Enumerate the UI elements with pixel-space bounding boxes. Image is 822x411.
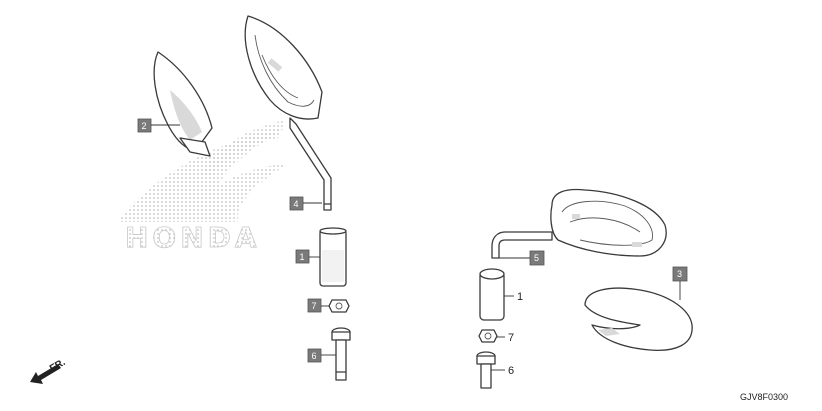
svg-text:4: 4: [294, 199, 299, 209]
callout-5: 5: [499, 250, 545, 266]
part-5-mirror-head-and-stem: [491, 188, 667, 259]
direction-label: FR.: [48, 357, 68, 375]
part-7-nut-right: [478, 329, 498, 343]
drawing-code: GJV8F0300: [740, 392, 788, 402]
callout-6-right: 6: [491, 365, 514, 377]
part-4-mirror-head-and-stem: [244, 15, 332, 211]
callout-7-left: 7: [307, 298, 329, 313]
part-1-sleeve-left: [319, 227, 347, 287]
part-6-bolt-left: [331, 327, 351, 381]
svg-text:2: 2: [142, 121, 147, 131]
callout-1-right: 1: [504, 291, 523, 303]
honda-wordmark: HONDA: [125, 221, 261, 254]
svg-text:7: 7: [312, 301, 317, 311]
front-direction-arrow: FR.: [30, 357, 68, 384]
part-2-mirror-cover: [153, 51, 213, 157]
part-6-bolt-right: [476, 351, 496, 389]
callout-6-left: 6: [307, 348, 336, 363]
part-7-nut-left: [328, 299, 350, 313]
callout-1-left: 1: [295, 249, 320, 264]
svg-text:1: 1: [517, 291, 523, 303]
honda-logo-watermark: HONDA: [120, 120, 290, 254]
callout-4: 4: [289, 196, 322, 211]
svg-text:5: 5: [534, 253, 539, 263]
svg-text:6: 6: [312, 351, 317, 361]
svg-text:7: 7: [508, 332, 514, 344]
callout-7-right: 7: [497, 332, 514, 344]
part-3-mirror-cover: [584, 287, 693, 351]
svg-text:3: 3: [677, 269, 682, 279]
svg-text:1: 1: [300, 252, 305, 262]
svg-text:6: 6: [508, 365, 514, 377]
callout-3: 3: [672, 266, 688, 300]
callout-2: 2: [137, 118, 180, 133]
part-1-sleeve-right: [479, 268, 505, 321]
